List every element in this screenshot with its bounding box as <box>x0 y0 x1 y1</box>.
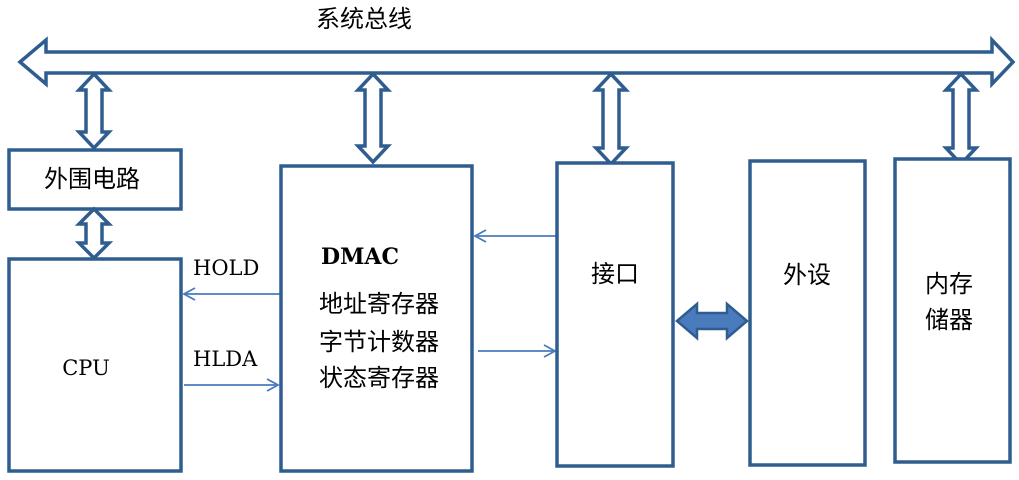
system-bus-title: 系统总线 <box>316 5 412 33</box>
peripheral-circuit-to-cpu-arrow <box>74 206 114 261</box>
bus-to-dmac-arrow <box>353 71 393 165</box>
memory-box <box>893 157 1012 464</box>
interface-to-peripheral-device-arrow <box>675 301 749 341</box>
system-bus-arrow <box>17 35 1016 89</box>
peripheral-device-label: 外设 <box>783 261 831 289</box>
memory-label-line-2: 储器 <box>925 306 973 334</box>
dmac-status-register-label: 状态寄存器 <box>319 364 439 392</box>
memory-label-line-1: 内存 <box>925 270 973 298</box>
dmac-byte-counter-label: 字节计数器 <box>319 328 439 356</box>
bus-to-memory-arrow <box>941 71 981 167</box>
cpu-box <box>7 257 183 473</box>
peripheral-device-box <box>748 159 867 467</box>
bus-to-interface-arrow <box>591 71 631 167</box>
dmac-address-register-label: 地址寄存器 <box>319 290 439 318</box>
bus-to-peripheral-circuit-arrow <box>74 71 114 151</box>
dmac-box <box>279 164 474 473</box>
interface-box <box>555 161 675 468</box>
cpu-label: CPU <box>62 356 110 380</box>
hlda-signal-label: HLDA <box>193 347 258 371</box>
hold-signal-label: HOLD <box>193 256 259 280</box>
interface-label: 接口 <box>591 260 639 288</box>
peripheral-circuit-label: 外围电路 <box>44 165 140 193</box>
dmac-title: DMAC <box>321 244 399 270</box>
